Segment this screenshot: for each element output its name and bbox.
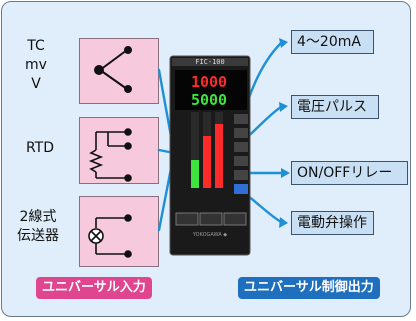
v-label-line: V [31, 76, 41, 92]
output-voltage-pulse-box: 電圧パルス [291, 95, 379, 119]
pv-display: 1000 [191, 73, 227, 91]
output-motor-valve-box: 電動弁操作 [291, 211, 374, 235]
tc-input-box [79, 38, 159, 104]
transmitter-label-line1: 2線式 [19, 209, 57, 225]
transmitter-symbol [88, 214, 132, 258]
connector-arrowheads [279, 38, 290, 228]
sv-display: 5000 [191, 91, 227, 109]
thermocouple-symbol [94, 46, 132, 93]
model-label: FIC-100 [195, 58, 225, 66]
universal-control-output-tag: ユニバーサル制御出力 [238, 277, 380, 299]
rtd-label: RTD [25, 140, 55, 156]
rtd-input-box [79, 117, 159, 184]
rtd-symbol [88, 128, 132, 182]
brand-label: YOKOGAWA ◆ [192, 232, 227, 238]
output-4-20ma-box: 4～20mA [291, 30, 374, 54]
tc-label: TC mv V [14, 37, 58, 94]
universal-input-tag: ユニバーサル入力 [36, 277, 152, 299]
mv-label-line: mv [25, 57, 47, 73]
transmitter-label: 2線式 伝送器 [6, 208, 70, 246]
output-onoff-relay-box: ON/OFFリレー [291, 161, 408, 185]
controller-device: FIC-100 1000 5000 YOKOGAWA ◆ [169, 55, 251, 256]
tc-label-line: TC [27, 38, 45, 54]
transmitter-label-line2: 伝送器 [17, 228, 59, 244]
